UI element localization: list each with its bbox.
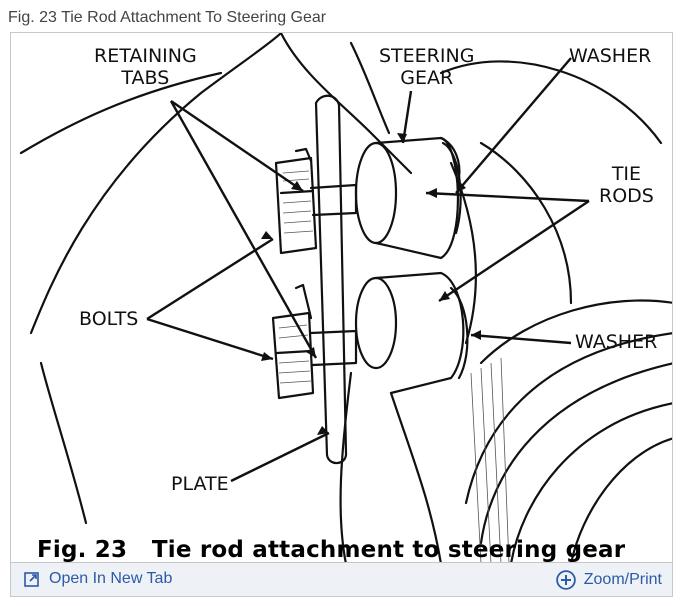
lower-bolt xyxy=(271,311,315,400)
open-new-tab-button[interactable]: Open In New Tab xyxy=(23,570,172,588)
steering-gear-outline xyxy=(279,33,413,175)
wheel-outline xyxy=(510,402,672,562)
wheel-outline xyxy=(570,437,672,562)
upper-tie-rod-end xyxy=(354,141,398,245)
image-toolbar: Open In New Tab Zoom/Print xyxy=(10,563,673,597)
arrow-bolts-1 xyxy=(146,237,274,321)
label-retaining-tabs: RETAINING TABS xyxy=(94,45,197,89)
arrow-washer-top xyxy=(455,57,572,194)
upper-washer xyxy=(441,141,462,235)
label-steering-gear: STEERING GEAR xyxy=(379,45,474,89)
arrow-tie-rod-2 xyxy=(438,200,590,302)
figure-number: Fig. 23 xyxy=(37,537,128,563)
background-line xyxy=(39,361,88,525)
steering-gear-outline xyxy=(439,60,663,145)
diagram-frame: RETAINING TABS STEERING GEAR WASHER TIE … xyxy=(10,32,673,563)
zoom-print-button[interactable]: Zoom/Print xyxy=(555,570,662,590)
arrow-retaining-tabs-1 xyxy=(170,100,304,192)
label-rods: RODS xyxy=(599,185,654,207)
label-tabs: TABS xyxy=(121,67,170,89)
open-new-tab-label: Open In New Tab xyxy=(49,570,173,587)
label-retaining: RETAINING xyxy=(94,45,197,67)
arrow-washer-bottom xyxy=(470,333,572,345)
arrow-plate xyxy=(230,431,330,483)
arrow-tie-rod-1 xyxy=(425,191,590,203)
open-external-icon xyxy=(24,572,39,587)
label-tie-rods: TIE RODS xyxy=(599,163,654,207)
label-tie: TIE xyxy=(611,163,642,185)
wheel-outline xyxy=(464,332,672,505)
upper-bolt xyxy=(274,156,318,255)
background-line xyxy=(29,33,283,335)
background-line xyxy=(19,71,223,155)
wheel-outline xyxy=(479,362,672,545)
label-gear: GEAR xyxy=(400,67,454,89)
lower-tie-rod-body xyxy=(374,271,465,395)
plate-shape xyxy=(314,94,348,465)
label-bolts: BOLTS xyxy=(79,308,139,330)
label-washer-top: WASHER xyxy=(569,45,652,67)
steering-gear-outline xyxy=(349,41,391,135)
label-washer-bottom: WASHER xyxy=(575,331,658,353)
zoom-plus-icon xyxy=(555,570,576,590)
figure-title: Tie rod attachment to steering gear xyxy=(151,537,626,563)
label-plate: PLATE xyxy=(171,473,229,495)
lower-washer xyxy=(449,286,469,380)
zoom-print-label: Zoom/Print xyxy=(583,571,662,588)
figure-caption: Fig. 23 Tie Rod Attachment To Steering G… xyxy=(8,9,327,26)
wheel-outline xyxy=(479,299,672,365)
arrow-retaining-tabs-2 xyxy=(169,100,318,359)
lower-tie-rod-end xyxy=(354,276,398,370)
arrow-bolts-2 xyxy=(146,317,274,361)
steering-gear-outline xyxy=(479,141,573,305)
figure-bottom-caption: Fig. 23 Tie rod attachment to steering g… xyxy=(37,537,626,563)
tie-rod-diagram xyxy=(19,33,672,562)
label-steering: STEERING xyxy=(379,45,475,67)
